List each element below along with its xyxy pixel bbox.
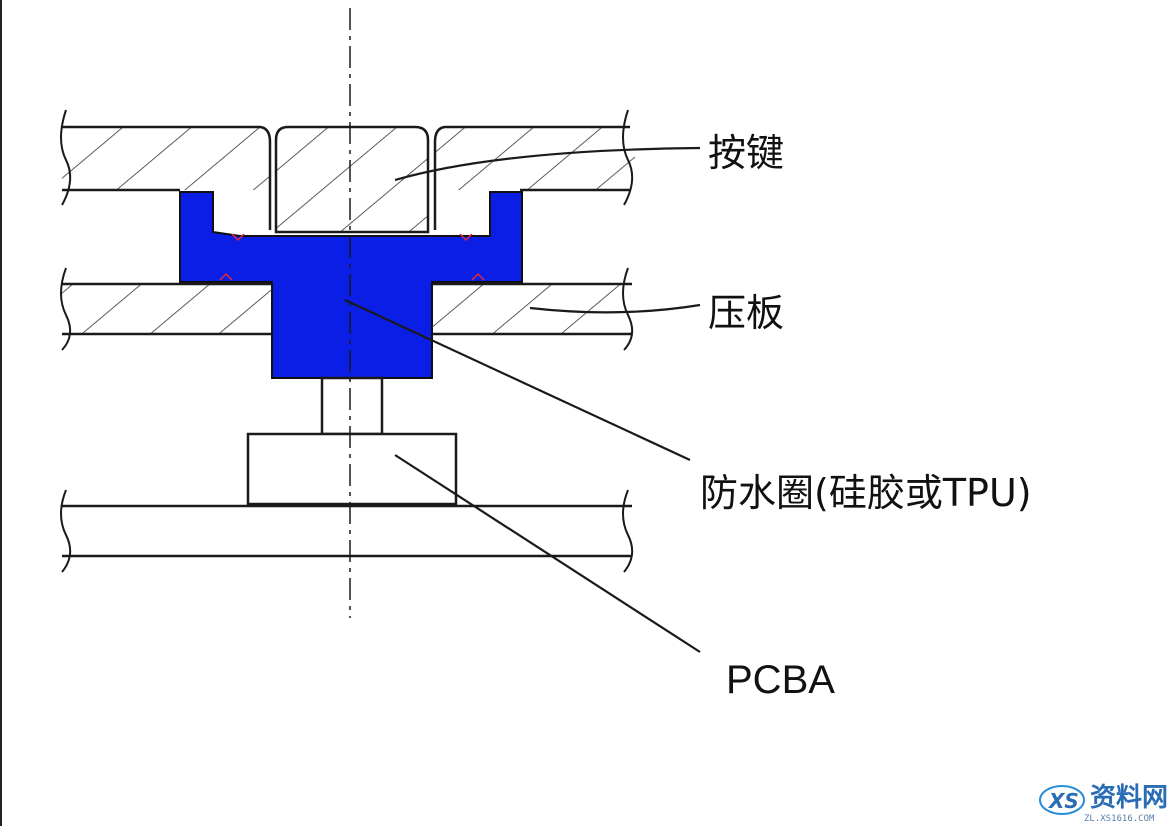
seal-mark-left-lower <box>219 272 233 281</box>
leader-lines <box>344 146 701 653</box>
svg-text:XS: XS <box>1047 789 1079 813</box>
switch-stem <box>320 376 384 436</box>
key-cap <box>274 125 430 234</box>
leader-waterproof-ring <box>344 299 691 461</box>
top-housing-right <box>433 125 635 230</box>
break-lines <box>60 109 634 573</box>
leader-pressure-plate <box>529 303 701 314</box>
watermark-text: 资料网 <box>1090 783 1168 813</box>
seal-mark-right-upper <box>459 233 473 242</box>
watermark-logo: XS 资料网 ZL.XS1616.COM <box>1039 783 1168 824</box>
top-housing-left <box>62 125 272 230</box>
watermark-sub: ZL.XS1616.COM <box>1084 814 1155 824</box>
pcba-board <box>62 504 632 558</box>
seal-mark-right-lower <box>471 272 485 281</box>
tact-switch-body <box>246 432 458 506</box>
label-waterproof-ring: 防水圈(硅胶或TPU) <box>700 471 1032 515</box>
seal-mark-left-upper <box>231 233 245 242</box>
leader-pcba <box>394 454 701 653</box>
label-key: 按键 <box>708 131 784 175</box>
leader-key <box>394 146 701 182</box>
label-pressure-plate: 压板 <box>708 291 784 335</box>
label-pcba: PCBA <box>726 658 835 702</box>
